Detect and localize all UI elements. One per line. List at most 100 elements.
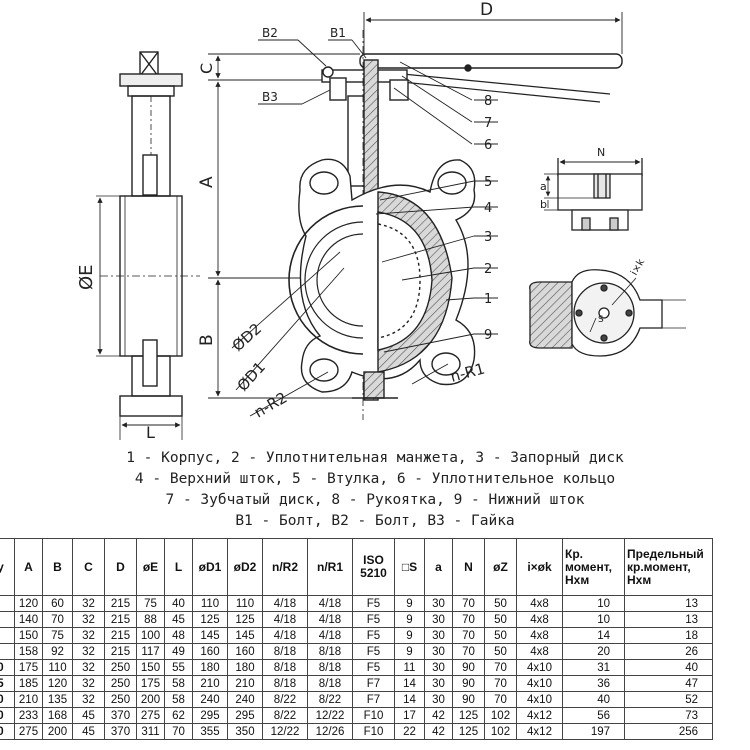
- column-header: Кр. момент, Нхм: [562, 538, 625, 596]
- table-cell: 4/18: [262, 611, 308, 628]
- table-cell: 10: [562, 611, 625, 628]
- table-cell: 8/18: [262, 643, 308, 660]
- table-cell: 42: [424, 723, 453, 740]
- table-cell: 125: [192, 611, 228, 628]
- dim-label-l: L: [146, 423, 155, 440]
- dim-label-d2: ØD2: [229, 320, 265, 355]
- table-cell: 4x10: [516, 675, 563, 692]
- table-cell: 42: [424, 707, 453, 724]
- table-cell: 40: [562, 691, 625, 708]
- dim-label-b-small: b: [540, 198, 547, 211]
- table-cell: 70: [452, 627, 485, 644]
- table-cell: 0: [0, 723, 15, 740]
- table-cell: 210: [14, 691, 43, 708]
- table-cell: 70: [42, 611, 73, 628]
- table-cell: 4x10: [516, 691, 563, 708]
- table-cell: 70: [484, 675, 517, 692]
- table-cell: 215: [104, 627, 137, 644]
- dim-label-d1: ØD1: [234, 358, 269, 394]
- table-cell: F7: [352, 675, 395, 692]
- table-cell: 256: [624, 723, 713, 740]
- bolt-label-b2: В2: [262, 26, 278, 40]
- table-cell: 4x8: [516, 627, 563, 644]
- table-cell: 250: [104, 675, 137, 692]
- column-header: øD2: [227, 538, 263, 596]
- table-cell: 240: [192, 691, 228, 708]
- table-cell: 4x8: [516, 611, 563, 628]
- table-cell: 110: [42, 659, 73, 676]
- table-cell: 200: [136, 691, 165, 708]
- callout-4: 4: [484, 201, 492, 216]
- column-header: øD1: [192, 538, 228, 596]
- table-cell: 90: [452, 691, 485, 708]
- table-cell: 8/18: [307, 659, 353, 676]
- table-row: 518512032250175582102108/188/18F71430907…: [0, 675, 713, 692]
- table-cell: 50: [484, 611, 517, 628]
- table-cell: 200: [42, 723, 73, 740]
- dim-label-d: D: [480, 0, 493, 20]
- table-cell: 110: [227, 595, 263, 612]
- front-view: [288, 30, 623, 420]
- table-cell: 32: [72, 643, 105, 660]
- table-cell: 40: [164, 595, 193, 612]
- part-callouts: 8 7 6 5 4 3 2 1 9: [484, 94, 492, 343]
- table-cell: 4x10: [516, 659, 563, 676]
- dim-label-r2: n-R2: [251, 388, 290, 421]
- table-cell: 102: [484, 723, 517, 740]
- column-header: N: [452, 538, 485, 596]
- column-header: C: [72, 538, 105, 596]
- table-cell: 56: [562, 707, 625, 724]
- table-cell: 32: [72, 595, 105, 612]
- dim-label-c: C: [197, 63, 216, 74]
- parts-legend: 1 - Корпус, 2 - Уплотнительная манжета, …: [0, 448, 750, 532]
- column-header: n/R1: [307, 538, 353, 596]
- table-cell: 295: [192, 707, 228, 724]
- table-cell: 117: [136, 643, 165, 660]
- table-cell: 150: [14, 627, 43, 644]
- table-cell: 4x8: [516, 643, 563, 660]
- column-header: ISO 5210: [352, 538, 395, 596]
- table-cell: 52: [624, 691, 713, 708]
- table-cell: 8/18: [307, 643, 353, 660]
- column-header: øE: [136, 538, 165, 596]
- table-cell: 30: [424, 675, 453, 692]
- table-cell: 100: [136, 627, 165, 644]
- table-cell: 180: [192, 659, 228, 676]
- table-cell: 250: [104, 691, 137, 708]
- table-cell: 4x12: [516, 707, 563, 724]
- table-cell: 12/26: [307, 723, 353, 740]
- table-cell: F5: [352, 627, 395, 644]
- table-cell: 4x8: [516, 595, 563, 612]
- table-cell: 30: [424, 627, 453, 644]
- dim-label-a-small: a: [540, 180, 547, 193]
- table-cell: 12/22: [307, 707, 353, 724]
- bolt-label-b3: В3: [262, 90, 278, 104]
- table-cell: 70: [452, 611, 485, 628]
- legend-line: 1 - Корпус, 2 - Уплотнительная манжета, …: [126, 450, 624, 466]
- legend-line: 7 - Зубчатый диск, 8 - Рукоятка, 9 - Ниж…: [165, 492, 585, 508]
- column-header: A: [14, 538, 43, 596]
- table-cell: 14: [394, 691, 425, 708]
- table-cell: 36: [562, 675, 625, 692]
- table-cell: 30: [424, 595, 453, 612]
- table-cell: 32: [72, 627, 105, 644]
- table-cell: [0, 643, 15, 660]
- table-cell: 12/22: [262, 723, 308, 740]
- plan-detail: [529, 269, 686, 357]
- table-cell: 22: [394, 723, 425, 740]
- table-cell: 40: [624, 659, 713, 676]
- table-cell: 8/22: [307, 691, 353, 708]
- dim-label-s: S: [598, 315, 604, 325]
- table-cell: 4/18: [307, 595, 353, 612]
- table-row: 017511032250150551801808/188/18F51130907…: [0, 659, 713, 676]
- table-cell: 45: [72, 723, 105, 740]
- table-cell: 140: [14, 611, 43, 628]
- table-cell: 70: [164, 723, 193, 740]
- table-cell: 0: [0, 691, 15, 708]
- table-cell: 50: [484, 595, 517, 612]
- callout-2: 2: [484, 262, 492, 277]
- legend-line: В1 - Болт, В2 - Болт, В3 - Гайка: [235, 513, 515, 529]
- table-cell: 9: [394, 595, 425, 612]
